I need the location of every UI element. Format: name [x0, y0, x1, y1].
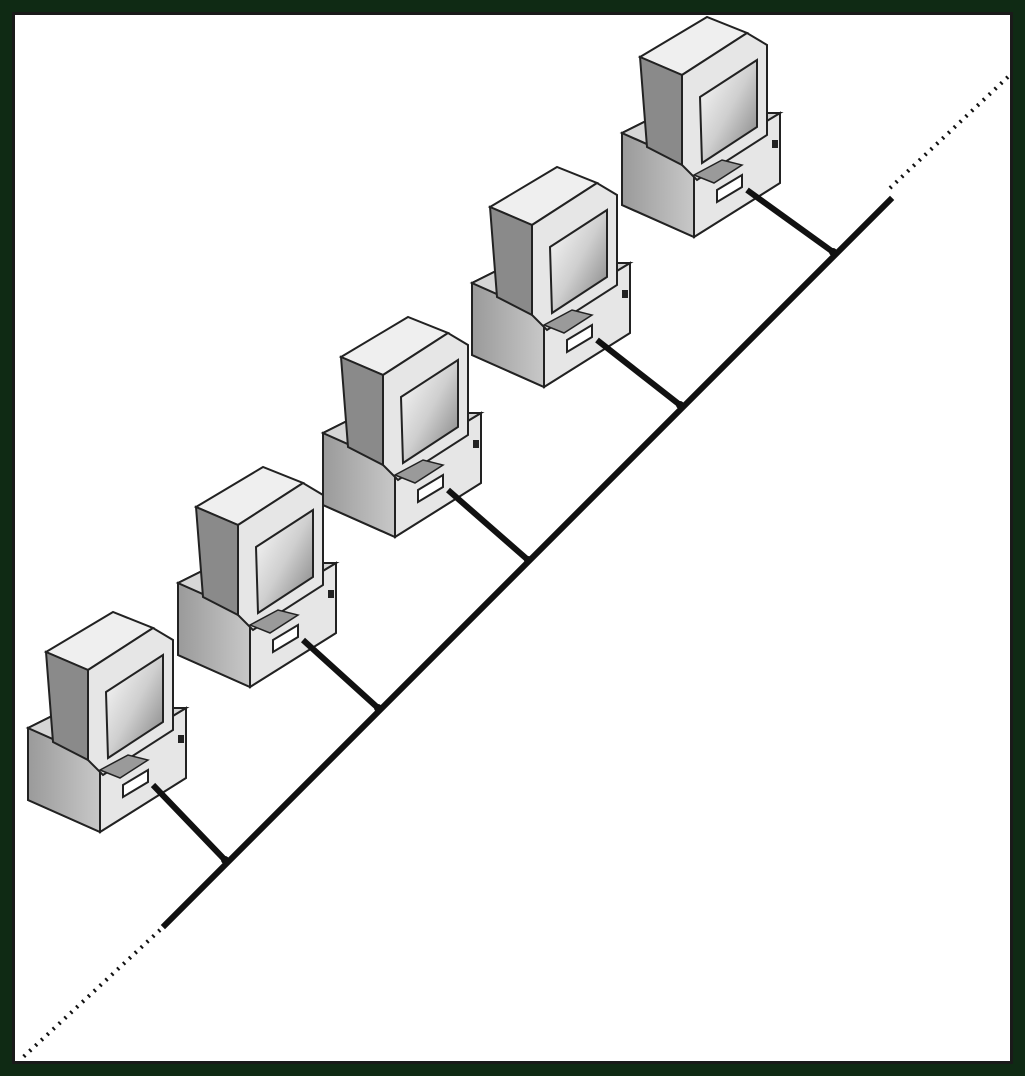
workstation-node	[25, 610, 190, 834]
desktop-computer-icon	[469, 165, 634, 389]
bus-terminator-dots-top	[888, 73, 1012, 190]
workstation-node	[469, 165, 634, 389]
bus-tap-point	[374, 704, 382, 712]
desktop-computer-icon	[25, 610, 190, 834]
workstation-node	[175, 465, 340, 689]
bus-tap-point	[829, 248, 837, 256]
drop-cable	[300, 637, 381, 711]
bus-tap-point	[676, 401, 684, 409]
drop-cable	[150, 782, 228, 863]
desktop-computer-icon	[619, 15, 784, 239]
desktop-computer-icon	[320, 315, 485, 539]
network-nodes	[25, 15, 837, 864]
bus-tap-point	[221, 856, 229, 864]
drop-cable	[745, 187, 835, 255]
workstation-node	[619, 15, 784, 239]
bus-tap-point	[524, 556, 532, 564]
drop-cable	[446, 487, 530, 563]
workstation-node	[320, 315, 485, 539]
drop-cable	[595, 337, 682, 408]
diagram-canvas	[12, 12, 1013, 1064]
desktop-computer-icon	[175, 465, 340, 689]
bus-terminator-dots-bottom	[18, 928, 162, 1062]
